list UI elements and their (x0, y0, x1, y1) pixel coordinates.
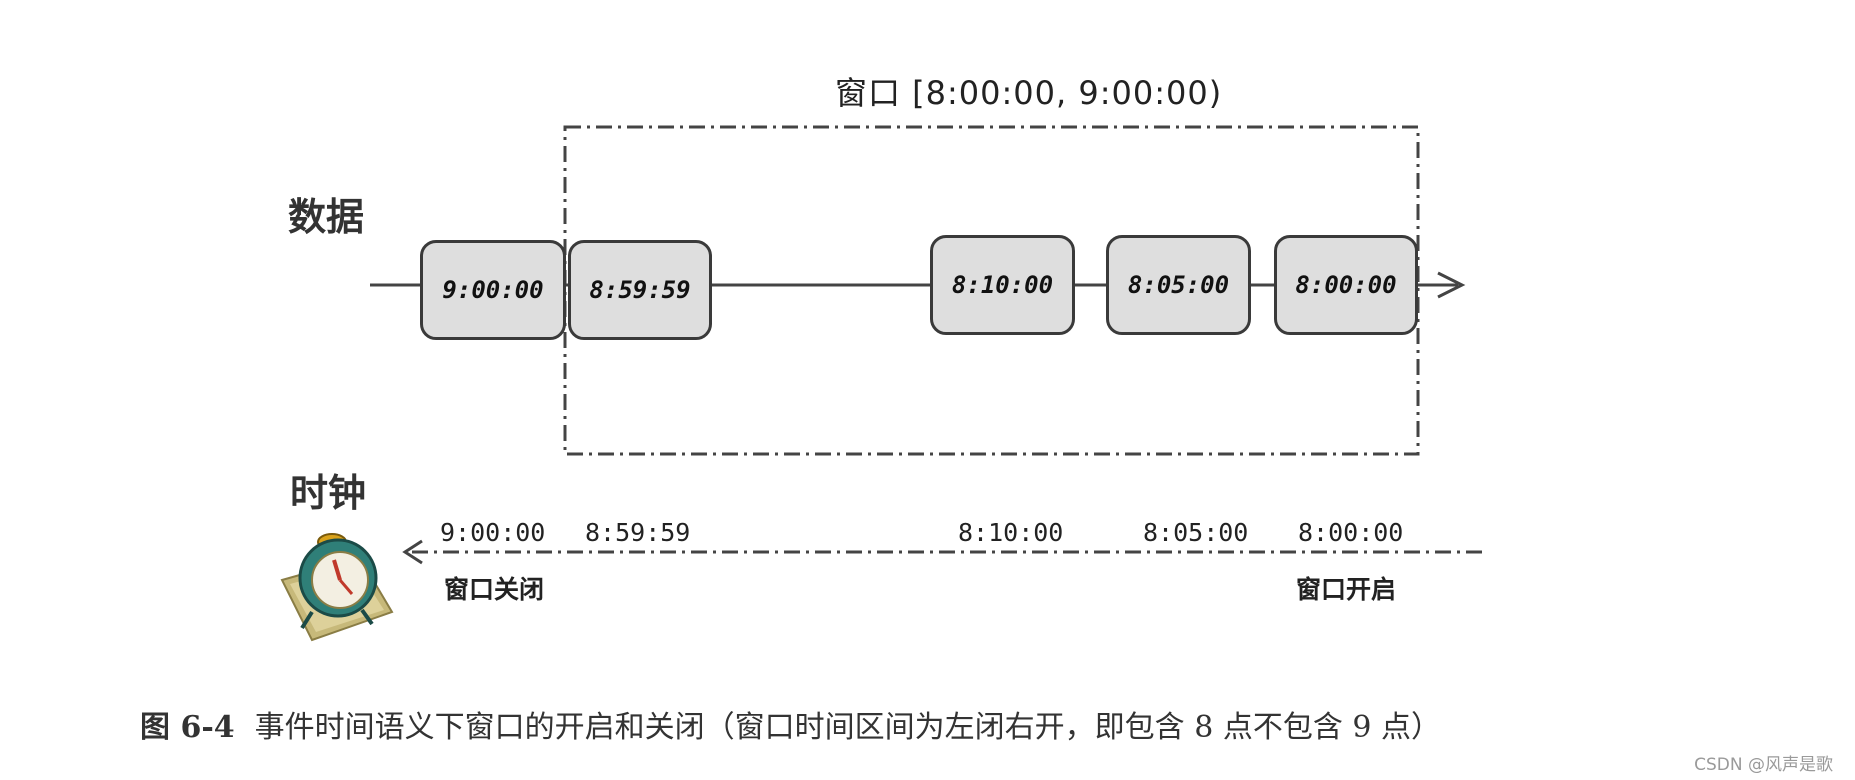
event-box-4: 8:05:00 (1106, 235, 1251, 335)
window-boundary (563, 125, 1420, 456)
event-box-2: 8:59:59 (568, 240, 712, 340)
alarm-clock-icon (280, 533, 394, 642)
window-range-label: 窗口 [8:00:00, 9:00:00) (835, 74, 1223, 112)
watermark: CSDN @风声是歌 (1694, 755, 1833, 775)
clock-row-label: 时钟 (290, 471, 367, 515)
data-row-label: 数据 (288, 195, 365, 239)
clock-tick-4: 8:05:00 (1143, 518, 1249, 547)
figure-number: 图 6-4 (140, 710, 235, 745)
clock-tick-1: 9:00:00 (440, 518, 546, 547)
event-box-1: 9:00:00 (420, 240, 566, 340)
clock-tick-5: 8:00:00 (1298, 518, 1404, 547)
window-open-note: 窗口开启 (1296, 575, 1397, 604)
clock-timeline-arrowhead (402, 539, 423, 565)
clock-tick-3: 8:10:00 (958, 518, 1064, 547)
window-close-note: 窗口关闭 (444, 575, 545, 604)
figure-caption-text: 事件时间语义下窗口的开启和关闭（窗口时间区间为左闭右开，即包含 8 点不包含 9… (254, 710, 1441, 745)
data-stream-arrowhead (1437, 271, 1466, 299)
event-box-5: 8:00:00 (1274, 235, 1418, 335)
clock-tick-2: 8:59:59 (585, 518, 691, 547)
figure-caption: 图 6-4 事件时间语义下窗口的开启和关闭（窗口时间区间为左闭右开，即包含 8 点… (140, 702, 1441, 746)
event-box-3: 8:10:00 (930, 235, 1075, 335)
